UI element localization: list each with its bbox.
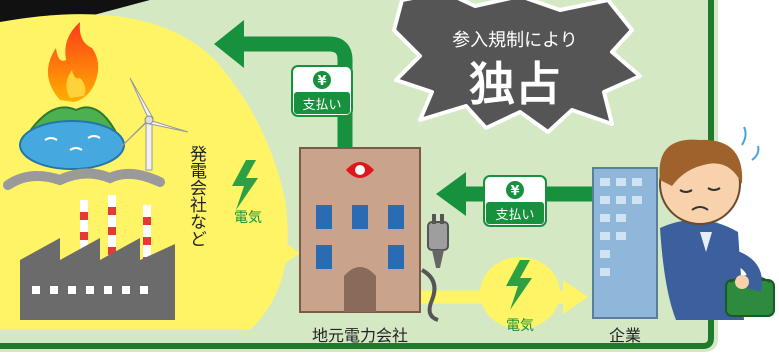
payment-label-top: 支払い bbox=[302, 98, 341, 113]
factory-icon bbox=[3, 168, 175, 320]
payment-arrow-up bbox=[214, 20, 353, 148]
yen-icon bbox=[313, 71, 331, 89]
electricity-bubble-left: 電気 bbox=[232, 160, 262, 226]
banner-subtitle: 参入規制により bbox=[452, 30, 578, 51]
company-label: 企業 bbox=[609, 326, 641, 345]
office-building-icon bbox=[592, 167, 658, 319]
yen-icon bbox=[506, 181, 524, 199]
payment-label-mid: 支払い bbox=[495, 208, 534, 223]
wind-turbine-icon bbox=[119, 77, 189, 171]
fire-icon bbox=[47, 22, 99, 102]
electricity-arrow-left bbox=[205, 236, 300, 270]
payment-badge-mid: ¥ 支払い bbox=[483, 175, 547, 227]
yen-symbol-top: ¥ bbox=[317, 74, 326, 89]
utility-label: 地元電力会社 bbox=[312, 326, 408, 345]
electricity-label-left: 電気 bbox=[234, 210, 262, 226]
lightning-icon bbox=[232, 160, 258, 210]
utility-building bbox=[299, 147, 449, 322]
worried-man-icon bbox=[659, 126, 775, 320]
payment-badge-top: ¥ 支払い bbox=[291, 65, 353, 117]
mountain-lake-icon bbox=[19, 106, 125, 170]
monopoly-banner: 参入規制により 独占 bbox=[392, 0, 642, 134]
electricity-bubble-right: 電気 bbox=[480, 257, 560, 334]
banner-title: 独占 bbox=[469, 57, 561, 111]
yen-symbol-mid: ¥ bbox=[510, 184, 519, 199]
power-plug-icon bbox=[420, 214, 449, 322]
lightning-icon bbox=[506, 260, 532, 310]
electricity-label-right: 電気 bbox=[506, 318, 534, 334]
panel-border bbox=[0, 0, 714, 349]
generators-label-text: 発電会社など bbox=[186, 145, 207, 247]
generators-label: 発電会社など bbox=[186, 145, 207, 247]
